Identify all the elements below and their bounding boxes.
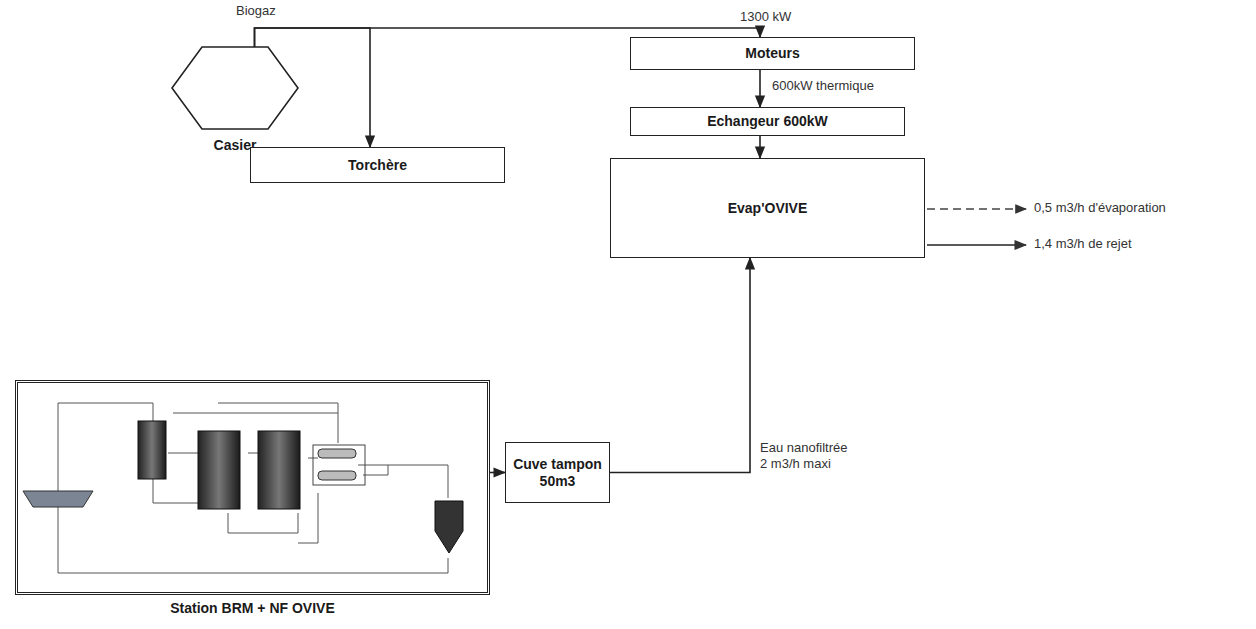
- edge-label: 600kW thermique: [770, 78, 876, 94]
- label-stack: Echangeur 600kW: [701, 111, 834, 131]
- process-illustration: [18, 383, 487, 592]
- edge-label: 1300 kW: [738, 9, 793, 25]
- label-stack: Moteurs: [739, 43, 805, 63]
- engine-box: Moteurs: [630, 37, 915, 70]
- flare-box: Torchère: [250, 147, 505, 183]
- flow-connector: [759, 136, 761, 158]
- hexagon-outline: [170, 45, 300, 131]
- node-label: Echangeur 600kW: [701, 111, 834, 131]
- buffer-tank-box: Cuve tampon 50m3: [505, 442, 610, 503]
- evaporation-arrow: [927, 208, 1026, 210]
- flow-label: 1,4 m3/h de rejet: [1034, 236, 1132, 252]
- label-stack: Evap'OVIVE: [722, 198, 814, 218]
- flow-connector: [610, 258, 750, 473]
- edge-label: Eau nanofiltrée 2 m3/h maxi: [758, 440, 858, 471]
- node-label: Moteurs: [739, 43, 805, 63]
- treatment-station: Station BRM + NF OVIVE: [15, 380, 490, 620]
- label-stack: Cuve tampon 50m3: [506, 454, 609, 490]
- hexagon-shape: [172, 47, 298, 129]
- evaporator-box: Evap'OVIVE: [610, 158, 925, 258]
- node-label: Evap'OVIVE: [722, 198, 814, 218]
- flow-connector: [759, 70, 761, 107]
- flow-connector: [490, 472, 505, 474]
- discharge-arrow: [927, 244, 1026, 246]
- landfill-cell: Casier: [170, 45, 300, 153]
- gas-label: Biogaz: [236, 3, 276, 19]
- node-label: Station BRM + NF OVIVE: [15, 598, 490, 618]
- exchanger-box: Echangeur 600kW: [630, 107, 905, 136]
- node-label: Torchère: [342, 155, 413, 175]
- node-label: Cuve tampon 50m3: [506, 454, 609, 490]
- label-stack: Torchère: [342, 155, 413, 175]
- station-frame: [15, 380, 490, 595]
- flow-label: 0,5 m3/h d'évaporation: [1034, 200, 1166, 216]
